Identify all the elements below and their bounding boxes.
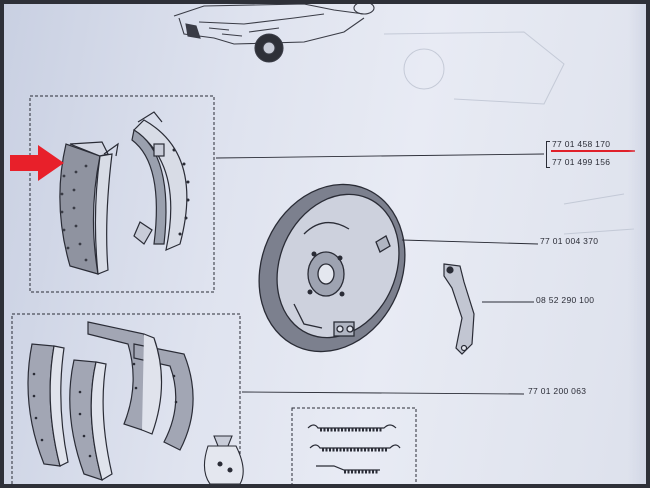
leader-line-2 xyxy=(401,239,539,245)
brake-linings xyxy=(27,321,194,481)
hardware-bag xyxy=(203,435,244,484)
brake-shoe-left xyxy=(59,141,119,275)
background-bleed xyxy=(383,31,635,235)
dashed-box-springs xyxy=(291,407,417,484)
part-number-label: 08 52 290 100 xyxy=(536,295,595,305)
backing-plate xyxy=(258,183,406,353)
highlight-underline xyxy=(551,150,635,152)
part-number-label: 77 01 200 063 xyxy=(528,386,587,396)
brake-shoe-right xyxy=(131,111,190,252)
car-illustration xyxy=(173,4,375,63)
part-number-bracket xyxy=(546,141,550,168)
leader-line-1 xyxy=(215,153,545,159)
part-number-label: 77 01 004 370 xyxy=(540,236,599,246)
springs xyxy=(307,424,401,474)
parts-diagram xyxy=(11,4,635,484)
leader-line-4 xyxy=(241,391,525,395)
red-arrow-icon xyxy=(10,145,64,181)
page-edge-shadow xyxy=(628,4,646,484)
handbrake-lever xyxy=(443,263,475,355)
part-number-label: 77 01 458 170 xyxy=(552,139,611,149)
dashed-box-shoes xyxy=(29,95,215,293)
part-number-label: 77 01 499 156 xyxy=(552,157,611,167)
catalog-page: 77 01 458 170 77 01 499 156 77 01 004 37… xyxy=(4,4,646,484)
